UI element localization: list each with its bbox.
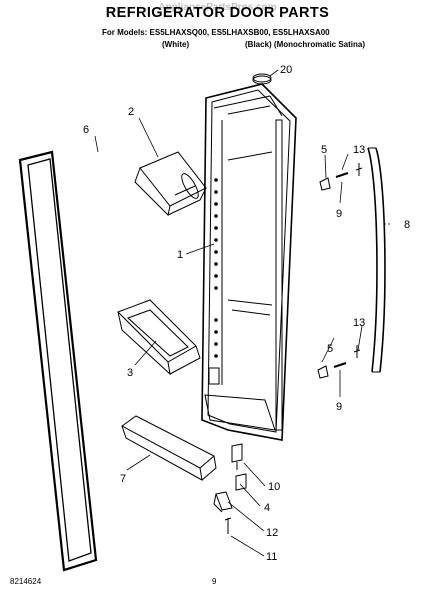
watermark: AppliancePartsPros.com [158, 2, 277, 13]
callout-13-bottom: 13 [353, 317, 365, 329]
callout-11: 11 [266, 551, 277, 563]
callout-7: 7 [120, 473, 126, 485]
page-number: 9 [212, 577, 217, 586]
color-white-label: (White) [162, 40, 190, 49]
handle-fasteners [317, 163, 363, 379]
door-gasket [18, 150, 98, 572]
leader-lines [94, 69, 392, 557]
door-plug [252, 73, 272, 85]
door-liner-holes [214, 178, 218, 358]
document-number: 8214624 [10, 577, 42, 586]
door-bin [117, 299, 201, 376]
callout-20: 20 [280, 64, 292, 76]
callout-10: 10 [268, 481, 280, 493]
callout-12: 12 [266, 527, 278, 539]
callout-9-bottom: 9 [336, 401, 342, 413]
callout-9-top: 9 [336, 208, 342, 220]
callout-6: 6 [83, 124, 89, 136]
callout-3: 3 [127, 367, 133, 379]
callout-4: 4 [264, 502, 270, 514]
callout-13-top: 13 [353, 144, 365, 156]
page-title: REFRIGERATOR DOOR PARTS [105, 5, 330, 21]
hinge-parts [213, 443, 247, 534]
door-handle [367, 147, 386, 373]
callout-1: 1 [177, 249, 183, 261]
callouts: 6 2 1 3 20 5 13 9 8 5 13 9 7 10 4 12 11 [83, 64, 410, 563]
color-black-label: (Black) (Monochromatic Satina) [245, 40, 366, 49]
callout-8: 8 [404, 219, 410, 231]
callout-2: 2 [128, 106, 134, 118]
door-liner [201, 83, 297, 441]
callout-5-top: 5 [321, 144, 327, 156]
bin-bracket [121, 415, 217, 481]
dairy-compartment [134, 151, 207, 216]
callout-5-bottom: 5 [327, 343, 333, 355]
models-line: For Models: ES5LHAXSQ00, ES5LHAXSB00, ES… [102, 28, 330, 37]
